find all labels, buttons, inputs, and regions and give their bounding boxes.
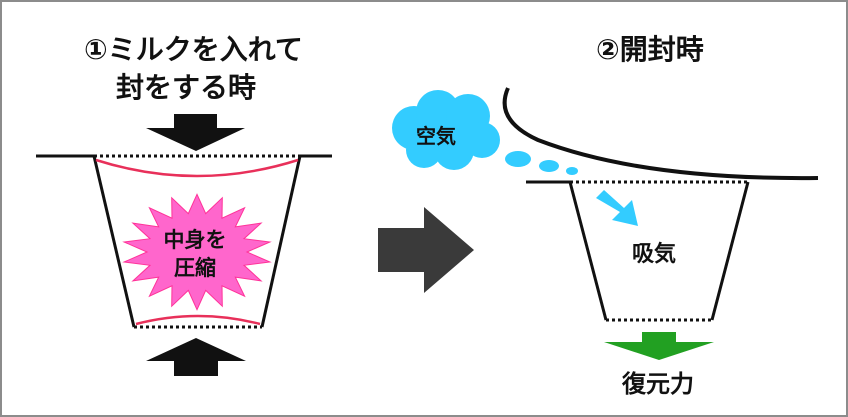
cup1-right-wall (260, 155, 302, 328)
bottom-pressure-curve (135, 314, 261, 326)
burst-label-line2: 圧縮 (174, 256, 216, 280)
restore-label: 復元力 (622, 370, 694, 398)
step1-title-line1: ①ミルクを入れて (84, 33, 303, 66)
press-up-arrow-icon (146, 338, 246, 376)
air-bubble-small (566, 167, 578, 175)
step1-cup-group (36, 114, 332, 376)
step2-title: ②開封時 (596, 33, 704, 66)
cup2-left-wall (568, 181, 608, 321)
cloud-label: 空気 (416, 124, 456, 148)
step1-title-line2: 封をする時 (116, 71, 257, 104)
peeled-lid (502, 87, 819, 181)
cup2-right-wall (710, 181, 750, 321)
suction-label: 吸気 (632, 242, 677, 267)
air-bubble-medium (539, 160, 559, 172)
cup1-left-wall (92, 155, 136, 328)
air-cloud-icon (392, 90, 500, 170)
compression-burst-icon (122, 193, 272, 311)
top-pressure-curve (95, 158, 299, 178)
transition-right-arrow-icon (378, 207, 474, 293)
step2-cup-group (392, 87, 819, 360)
press-down-arrow-icon (146, 114, 245, 151)
air-bubble-large (505, 151, 531, 167)
burst-label: 中身を 圧縮 (154, 226, 236, 282)
air-inflow-arrow-icon (596, 190, 638, 226)
restore-down-arrow-icon (604, 332, 714, 360)
burst-label-line1: 中身を (163, 228, 227, 252)
